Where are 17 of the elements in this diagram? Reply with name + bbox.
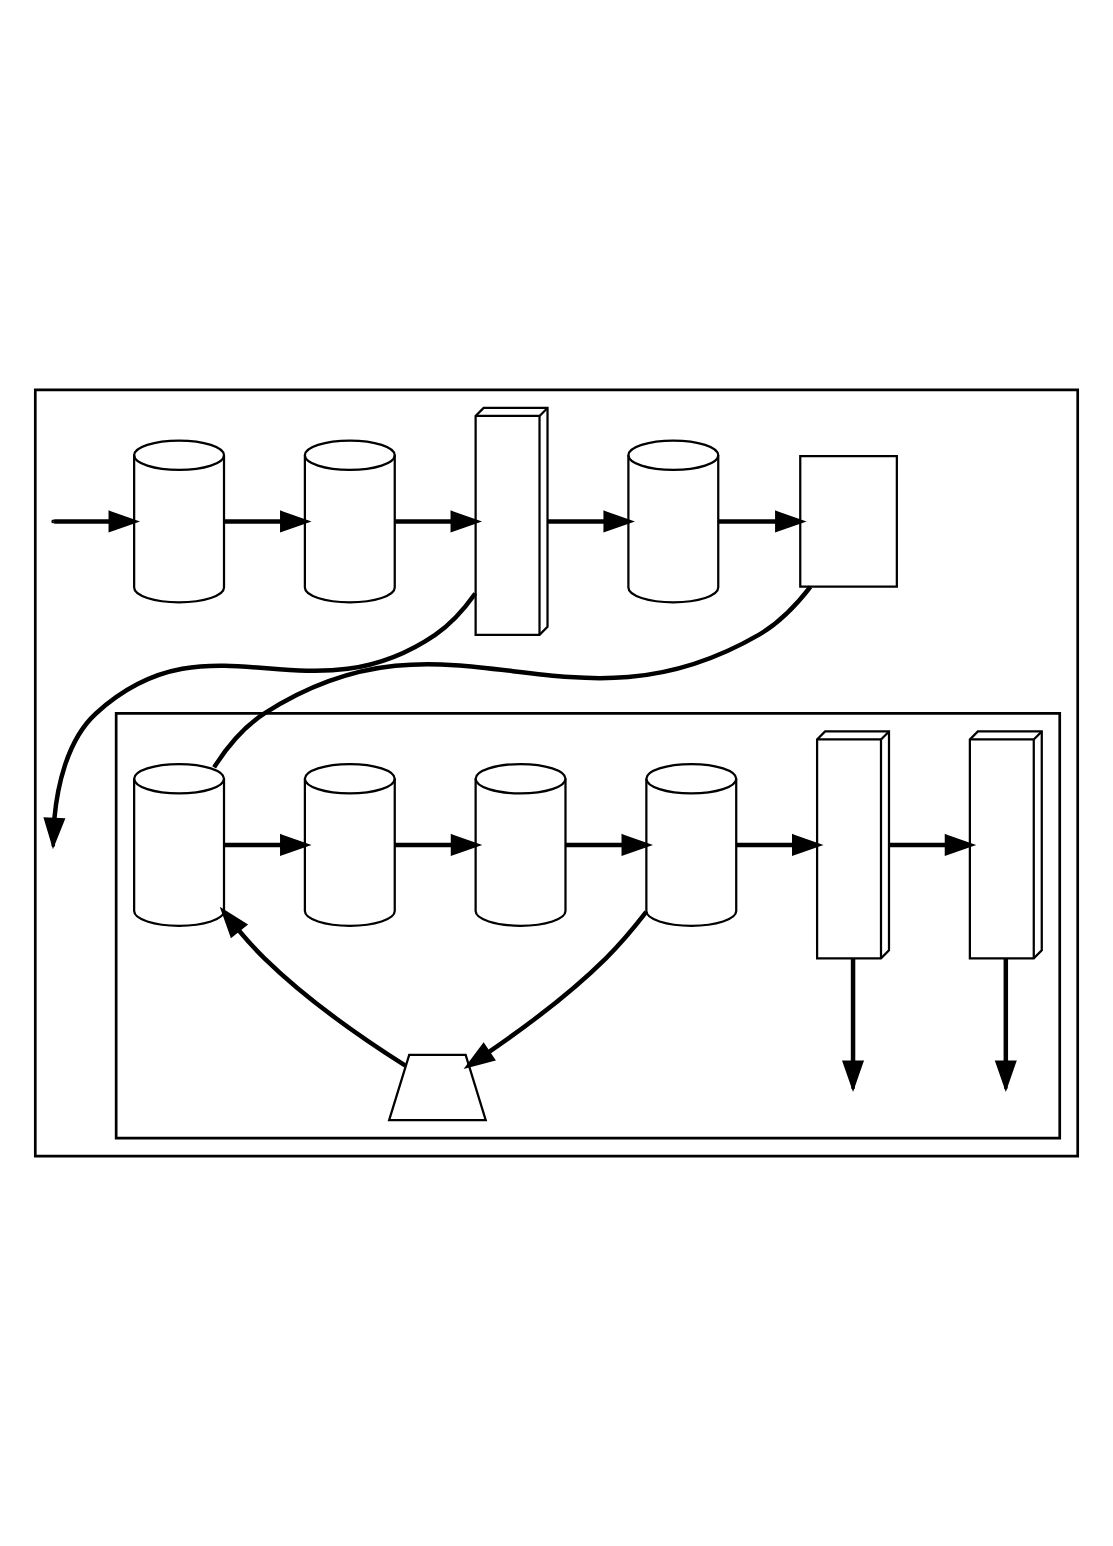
arrow [395, 510, 483, 533]
arrow [718, 510, 807, 533]
arrow [463, 910, 648, 1069]
node-tank [799, 455, 898, 588]
arrow [889, 833, 977, 856]
cluster [33, 388, 1080, 1158]
cluster [114, 712, 1062, 1140]
node-trapezoid [387, 1053, 488, 1122]
arrow [565, 833, 654, 856]
arrow [224, 833, 312, 856]
arrow [736, 833, 824, 856]
arrow [395, 833, 483, 856]
arrow [54, 510, 141, 533]
arrow [219, 906, 407, 1068]
connector [212, 585, 813, 769]
arrow [224, 510, 312, 533]
arrow [547, 510, 635, 533]
